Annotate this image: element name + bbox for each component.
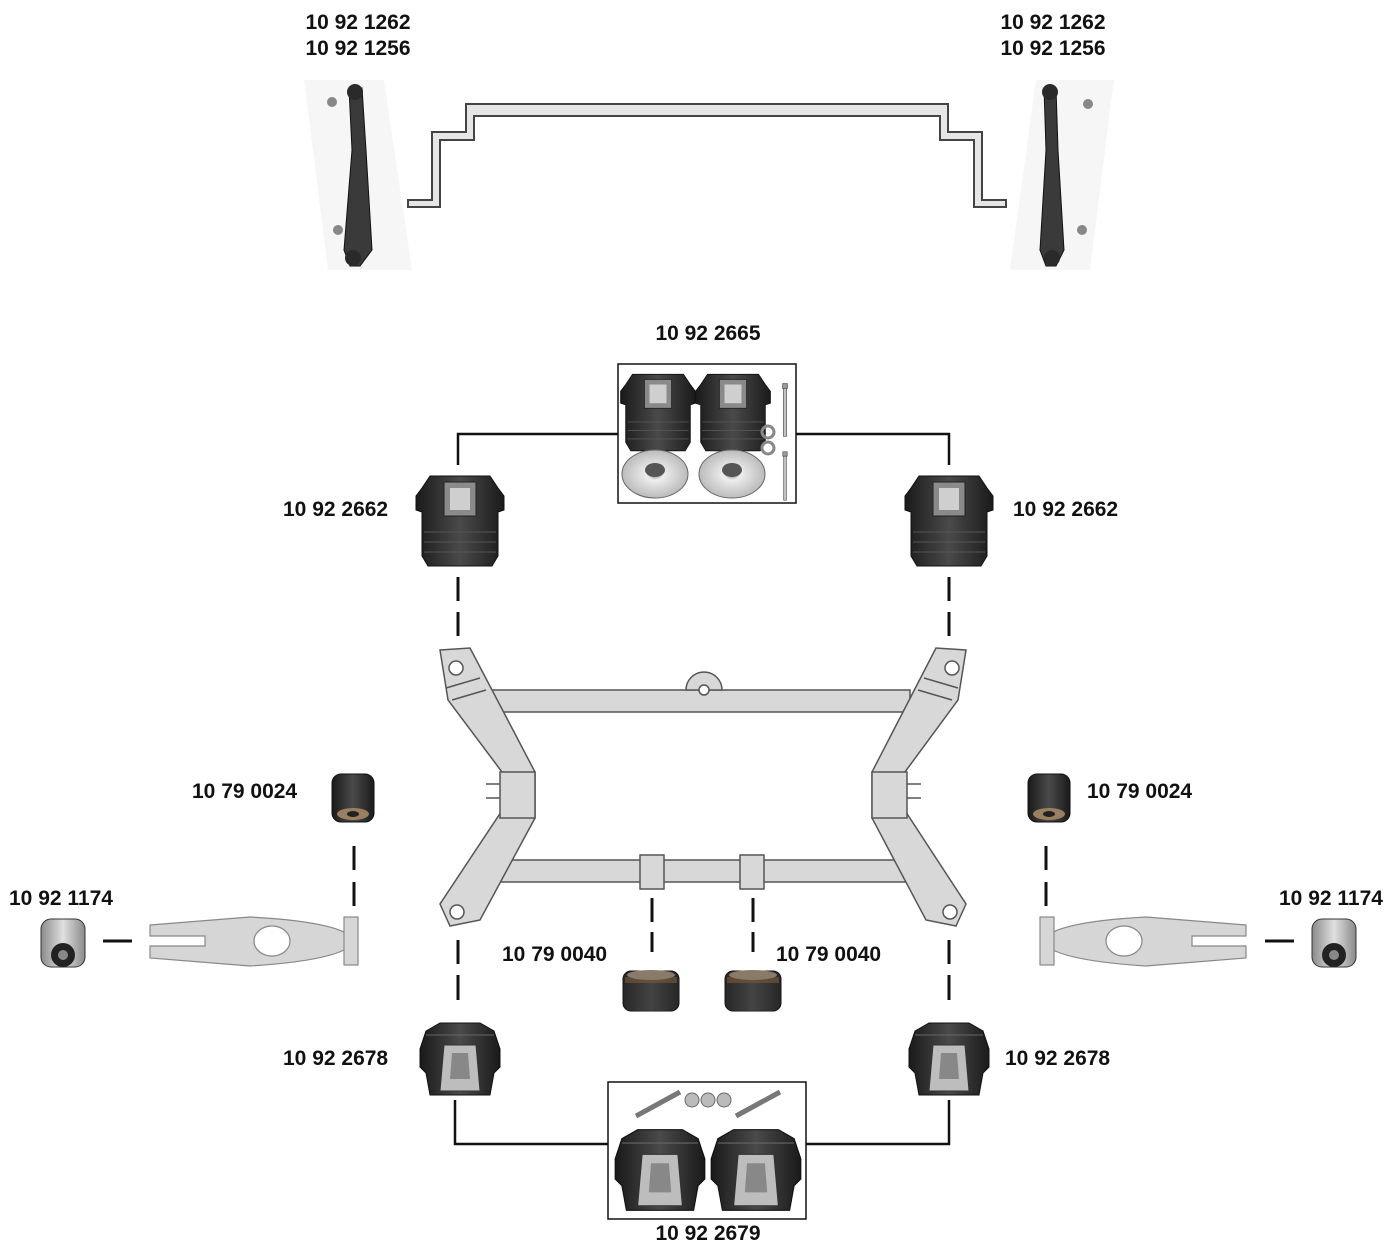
label-bushing-arm-right: 10 79 0024	[1087, 779, 1192, 805]
label-mount-front-right: 10 92 2662	[1013, 497, 1118, 523]
label-mount-kit-bottom: 10 92 2679	[640, 1221, 776, 1247]
bushing-arm-left-icon	[332, 774, 374, 822]
bushing-outer-left-icon	[41, 919, 85, 967]
label-bushing-arm-left: 10 79 0024	[192, 779, 297, 805]
mount-front-left-icon	[416, 476, 504, 566]
label-mount-rear-right: 10 92 2678	[1005, 1046, 1110, 1072]
stabilizer-link-right-icon	[1010, 80, 1114, 270]
bushing-arm-right-icon	[1028, 774, 1070, 822]
bushing-outer-right-icon	[1312, 919, 1356, 967]
label-bushing-outer-right: 10 92 1174	[1279, 886, 1383, 912]
label-bushing-outer-left: 10 92 1174	[9, 886, 113, 912]
mount-rear-right-icon	[909, 1023, 989, 1095]
label-line: 10 92 1256	[985, 36, 1121, 62]
label-mount-front-left: 10 92 2662	[283, 497, 388, 523]
subframe-icon	[440, 648, 966, 926]
stabilizer-bar-icon	[408, 104, 1006, 207]
bushing-center-right-icon	[725, 970, 781, 1011]
mount-kit-top-icon	[618, 364, 796, 503]
label-line: 10 92 1262	[985, 10, 1121, 36]
label-bushing-center-left: 10 79 0040	[502, 942, 607, 968]
control-arm-right-icon	[1040, 917, 1246, 966]
control-arm-left-icon	[150, 917, 358, 966]
label-mount-kit-top: 10 92 2665	[640, 321, 776, 347]
label-line: 10 92 1262	[290, 10, 426, 36]
mount-rear-left-icon	[420, 1023, 500, 1095]
bushing-center-left-icon	[623, 970, 679, 1011]
label-line: 10 92 1256	[290, 36, 426, 62]
label-bushing-center-right: 10 79 0040	[776, 942, 881, 968]
mount-front-right-icon	[905, 476, 993, 566]
mount-kit-bottom-icon	[608, 1082, 806, 1219]
stabilizer-link-left-icon	[304, 80, 412, 270]
label-mount-rear-left: 10 92 2678	[283, 1046, 388, 1072]
label-stabilizer-link-right: 10 92 1262 10 92 1256	[985, 10, 1121, 62]
label-stabilizer-link-left: 10 92 1262 10 92 1256	[290, 10, 426, 62]
